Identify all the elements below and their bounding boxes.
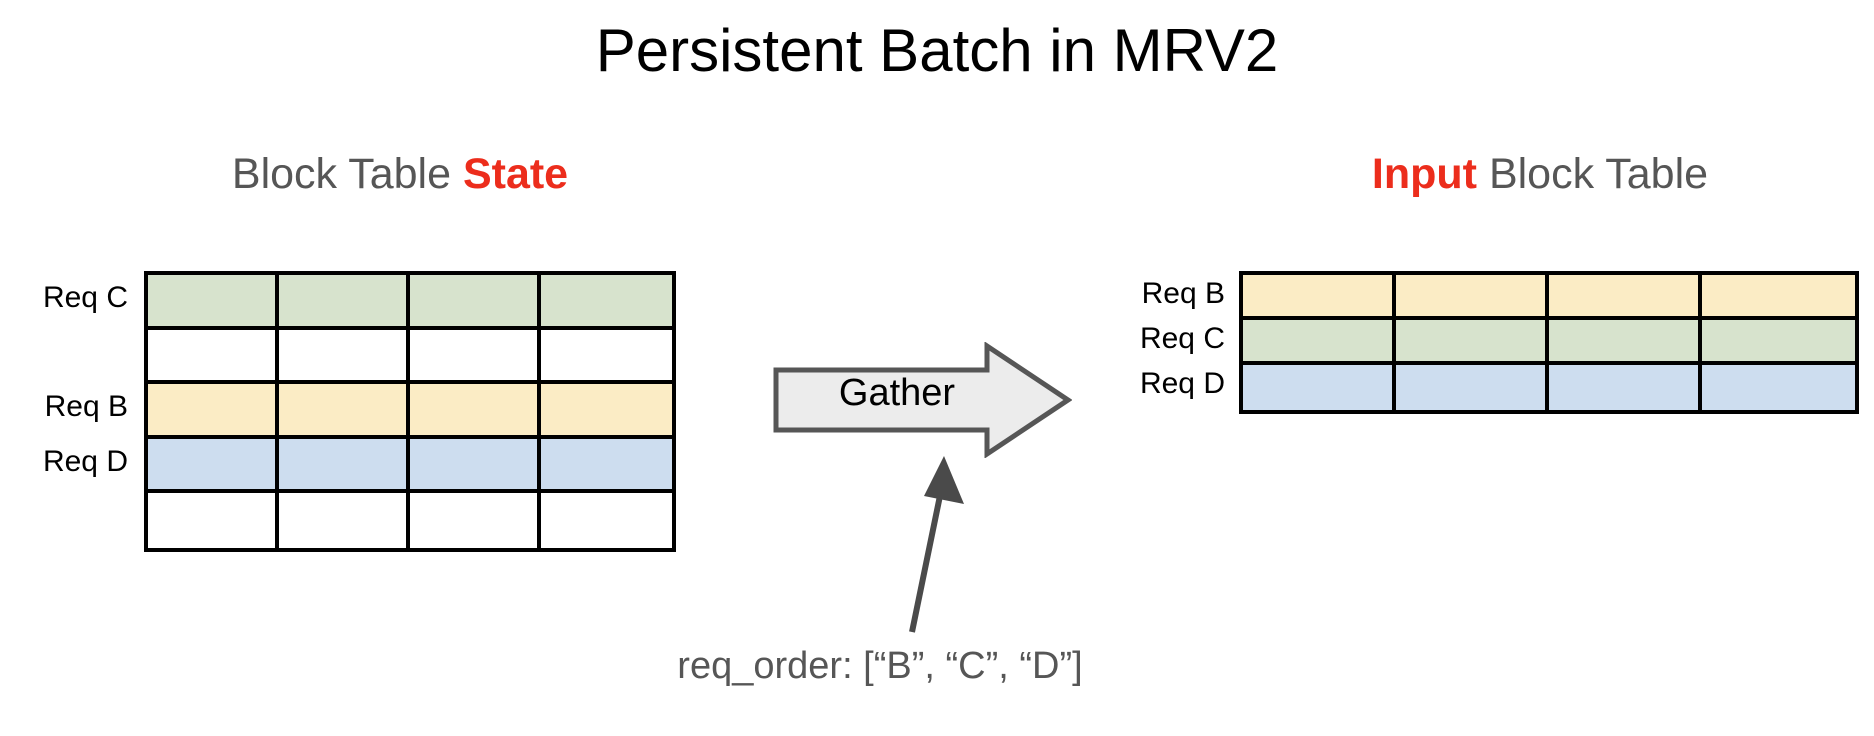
table-cell bbox=[148, 384, 279, 439]
annotation-arrow-line bbox=[909, 485, 945, 633]
table-cell bbox=[1549, 365, 1702, 410]
row-label-req-d: Req D bbox=[1139, 366, 1225, 400]
table-cell bbox=[279, 384, 410, 439]
table-cell bbox=[1243, 320, 1396, 365]
table-cell bbox=[1243, 365, 1396, 410]
table-cell bbox=[541, 438, 672, 493]
table-cell bbox=[410, 384, 541, 439]
table-row bbox=[148, 329, 672, 384]
table-cell bbox=[279, 438, 410, 493]
table-cell bbox=[541, 329, 672, 384]
block-table-state-grid bbox=[144, 271, 676, 552]
table-row bbox=[148, 438, 672, 493]
table-cell bbox=[1549, 275, 1702, 320]
table-row bbox=[148, 493, 672, 548]
input-block-table-grid bbox=[1239, 271, 1859, 414]
row-label-req-c: Req C bbox=[1139, 321, 1225, 355]
table-cell bbox=[541, 493, 672, 548]
row-label-req-d: Req D bbox=[42, 444, 128, 478]
page-title: Persistent Batch in MRV2 bbox=[595, 17, 1279, 84]
table-row bbox=[148, 275, 672, 330]
req-order-caption: req_order: [“B”, “C”, “D”] bbox=[677, 645, 1083, 687]
table-cell bbox=[1702, 365, 1855, 410]
gather-arrow-polygon bbox=[773, 342, 1072, 458]
table-cell bbox=[410, 329, 541, 384]
table-cell bbox=[1243, 275, 1396, 320]
left-table-heading: Block Table State bbox=[130, 150, 670, 199]
left-heading-accent: State bbox=[462, 150, 569, 198]
table-cell bbox=[1702, 320, 1855, 365]
table-cell bbox=[1396, 365, 1549, 410]
right-table-heading: Input Block Table bbox=[1220, 150, 1860, 199]
table-row bbox=[148, 384, 672, 439]
table-cell bbox=[148, 329, 279, 384]
table-cell bbox=[1396, 275, 1549, 320]
table-cell bbox=[279, 275, 410, 330]
gather-label: Gather bbox=[838, 372, 956, 414]
table-row bbox=[1243, 320, 1855, 365]
table-cell bbox=[1702, 275, 1855, 320]
table-cell bbox=[279, 329, 410, 384]
row-label-req-c: Req C bbox=[42, 281, 128, 315]
left-heading-text: Block Table bbox=[231, 150, 463, 198]
table-cell bbox=[148, 275, 279, 330]
right-heading-text: Block Table bbox=[1477, 150, 1709, 198]
right-heading-accent: Input bbox=[1371, 150, 1477, 198]
row-label-req-b: Req B bbox=[1141, 276, 1225, 310]
table-row bbox=[1243, 275, 1855, 320]
table-cell bbox=[410, 493, 541, 548]
req-order-annotation-arrow bbox=[909, 456, 964, 633]
table-cell bbox=[410, 275, 541, 330]
gather-arrow-shape bbox=[773, 342, 1072, 458]
table-cell bbox=[1396, 320, 1549, 365]
table-cell bbox=[148, 493, 279, 548]
table-row bbox=[1243, 365, 1855, 410]
table-cell bbox=[541, 275, 672, 330]
annotation-arrow-head bbox=[924, 456, 964, 504]
table-cell bbox=[148, 438, 279, 493]
table-cell bbox=[1549, 320, 1702, 365]
row-label-req-b: Req B bbox=[44, 390, 128, 424]
table-cell bbox=[541, 384, 672, 439]
table-cell bbox=[279, 493, 410, 548]
table-cell bbox=[410, 438, 541, 493]
